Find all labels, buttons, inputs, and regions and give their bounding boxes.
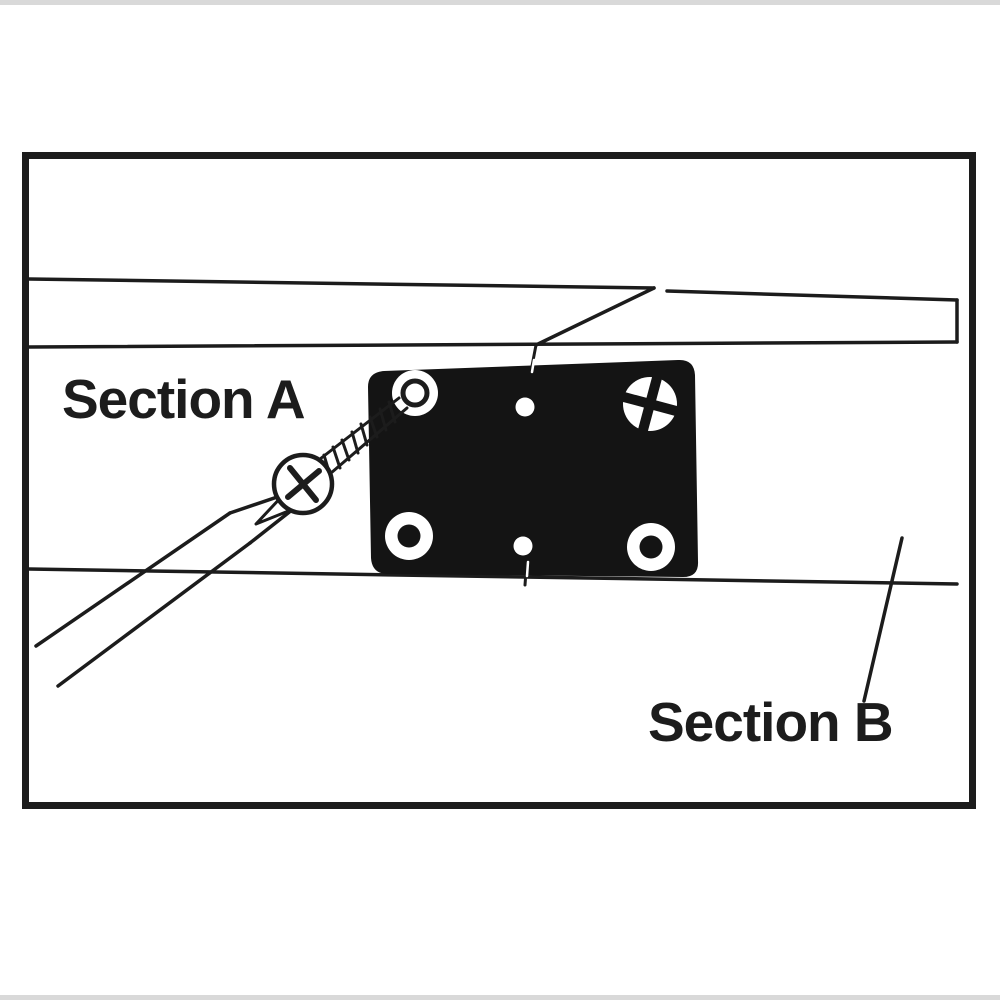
plate-top-seam-notch: [530, 358, 536, 374]
thread-3: [340, 438, 351, 462]
screw-head: [271, 452, 335, 516]
plate-hole-bottom-right: [627, 523, 675, 571]
hole-inner: [639, 535, 663, 559]
board-top-front-edge: [27, 340, 959, 349]
thread-2: [331, 445, 342, 470]
board-top-back-edge-right: [665, 289, 959, 302]
plate-pilot-dot-top: [515, 397, 535, 417]
plate-hole-bottom-left: [385, 512, 433, 560]
board-rails: [27, 277, 959, 586]
bottom-edge-strip: [0, 995, 1000, 1000]
seam-top-face-diagonal: [534, 286, 656, 347]
screw: [271, 396, 409, 516]
shaft-bottom-edge: [56, 541, 252, 688]
shaft-top-edge: [34, 511, 232, 648]
thread-7: [378, 407, 388, 432]
section-b-label: Section B: [648, 691, 893, 753]
board-bottom-front-edge: [27, 567, 959, 586]
hole-outer: [392, 370, 438, 416]
hole-inner-ring: [400, 378, 430, 408]
thread-5: [359, 422, 369, 447]
hole-inner: [397, 524, 421, 548]
plate-screw-top-right: [620, 374, 680, 434]
section-a-label: Section A: [62, 368, 305, 430]
phillips-cross-icon: [620, 374, 680, 434]
phillips-slot-cross: [287, 465, 319, 503]
thread-4: [350, 430, 360, 455]
thread-8: [387, 400, 397, 424]
board-top-back-edge-left: [27, 277, 656, 290]
plate-bottom-seam-notch: [525, 560, 530, 578]
thread-6: [368, 415, 379, 439]
mending-plate: [368, 358, 699, 578]
plate-pilot-dot-bottom: [513, 536, 533, 556]
plate-body: [368, 359, 699, 577]
plate-hole-top-left: [392, 370, 438, 416]
top-edge-strip: [0, 0, 1000, 5]
section-b-leader-line: [862, 536, 904, 703]
cross-bar-vertical: [637, 374, 663, 434]
